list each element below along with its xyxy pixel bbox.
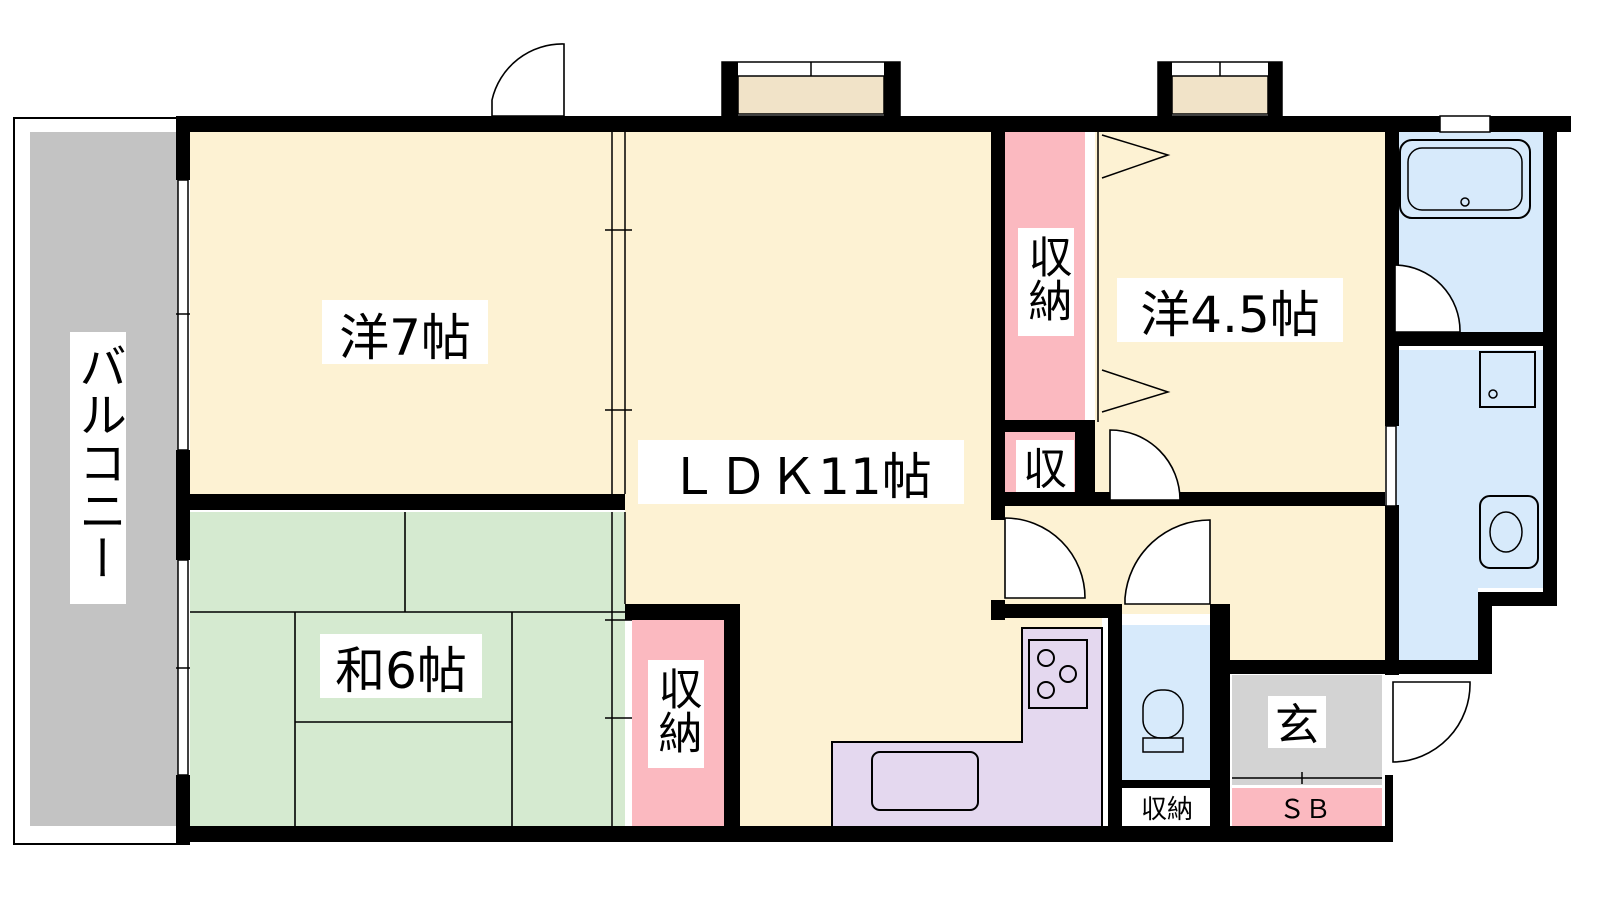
- western45-label: 洋4.5帖: [1140, 286, 1320, 344]
- top-window-ldk: [721, 61, 901, 117]
- storage-b-label-bg: [648, 660, 704, 768]
- western7-label: 洋7帖: [339, 309, 471, 367]
- door-swing-storage-small: [1109, 429, 1181, 501]
- western7-label-bg: [322, 300, 488, 364]
- kitchen-sink: [871, 751, 979, 811]
- wash-window: [1385, 425, 1397, 507]
- western45-label-bg: [1117, 278, 1343, 342]
- stove-burner-icon: [1037, 649, 1055, 667]
- ldk-label-bg: [638, 440, 964, 504]
- storage-a-label: 収納: [1021, 234, 1072, 322]
- top-window-western-4-5: [1157, 61, 1283, 117]
- sliding-partitions: [605, 132, 632, 837]
- stove-top: [1028, 639, 1088, 709]
- door-swing-bath: [1394, 264, 1461, 333]
- walls: [176, 116, 1571, 845]
- storage-small-label: 収: [1023, 444, 1067, 495]
- door-swing-top: [491, 43, 565, 117]
- door-swing-entrance: [1392, 681, 1471, 763]
- toilet-storage: [1120, 788, 1215, 832]
- bathtub-inner: [1407, 147, 1523, 211]
- shoe-box-area: [1232, 788, 1382, 832]
- bathtub-drain-icon: [1460, 197, 1470, 207]
- japanese6-label-bg: [320, 634, 482, 698]
- tatami-mat-lines: [190, 512, 625, 837]
- door-swing-ldk: [1004, 517, 1086, 599]
- wash-basin-bowl-icon: [1489, 511, 1523, 553]
- entrance-label: 玄: [1275, 700, 1319, 751]
- storage-a-label-bg: [1018, 228, 1074, 336]
- shoe-box-label: ＳＢ: [1279, 795, 1331, 825]
- drain-icon: [1488, 389, 1498, 399]
- bathtub: [1399, 139, 1531, 219]
- wash-basin: [1479, 495, 1539, 569]
- storage-toilet-label: 収納: [1141, 795, 1193, 825]
- toilet-room: [1120, 625, 1215, 785]
- closet-door-marks: [1097, 132, 1171, 422]
- stove-burner-icon: [1037, 681, 1055, 699]
- balcony-label: バルコニー: [70, 342, 126, 582]
- storage-small-label-bg: [1016, 440, 1074, 492]
- door-swing-toilet: [1124, 519, 1211, 605]
- washroom: [1393, 350, 1543, 668]
- storage-b-label: 収納: [651, 666, 702, 754]
- bath-window: [1439, 115, 1491, 133]
- balcony-label-bg: [70, 332, 126, 604]
- door-swings: [491, 43, 1471, 763]
- ldk-label: ＬＤＫ11帖: [668, 448, 932, 506]
- toilet-bowl-icon: [1142, 689, 1184, 739]
- entrance-label-bg: [1268, 696, 1326, 748]
- balcony-windows: [176, 179, 190, 776]
- stove-burner-icon: [1059, 665, 1077, 683]
- japanese6-label: 和6帖: [335, 642, 467, 700]
- washing-machine-pan: [1479, 351, 1536, 408]
